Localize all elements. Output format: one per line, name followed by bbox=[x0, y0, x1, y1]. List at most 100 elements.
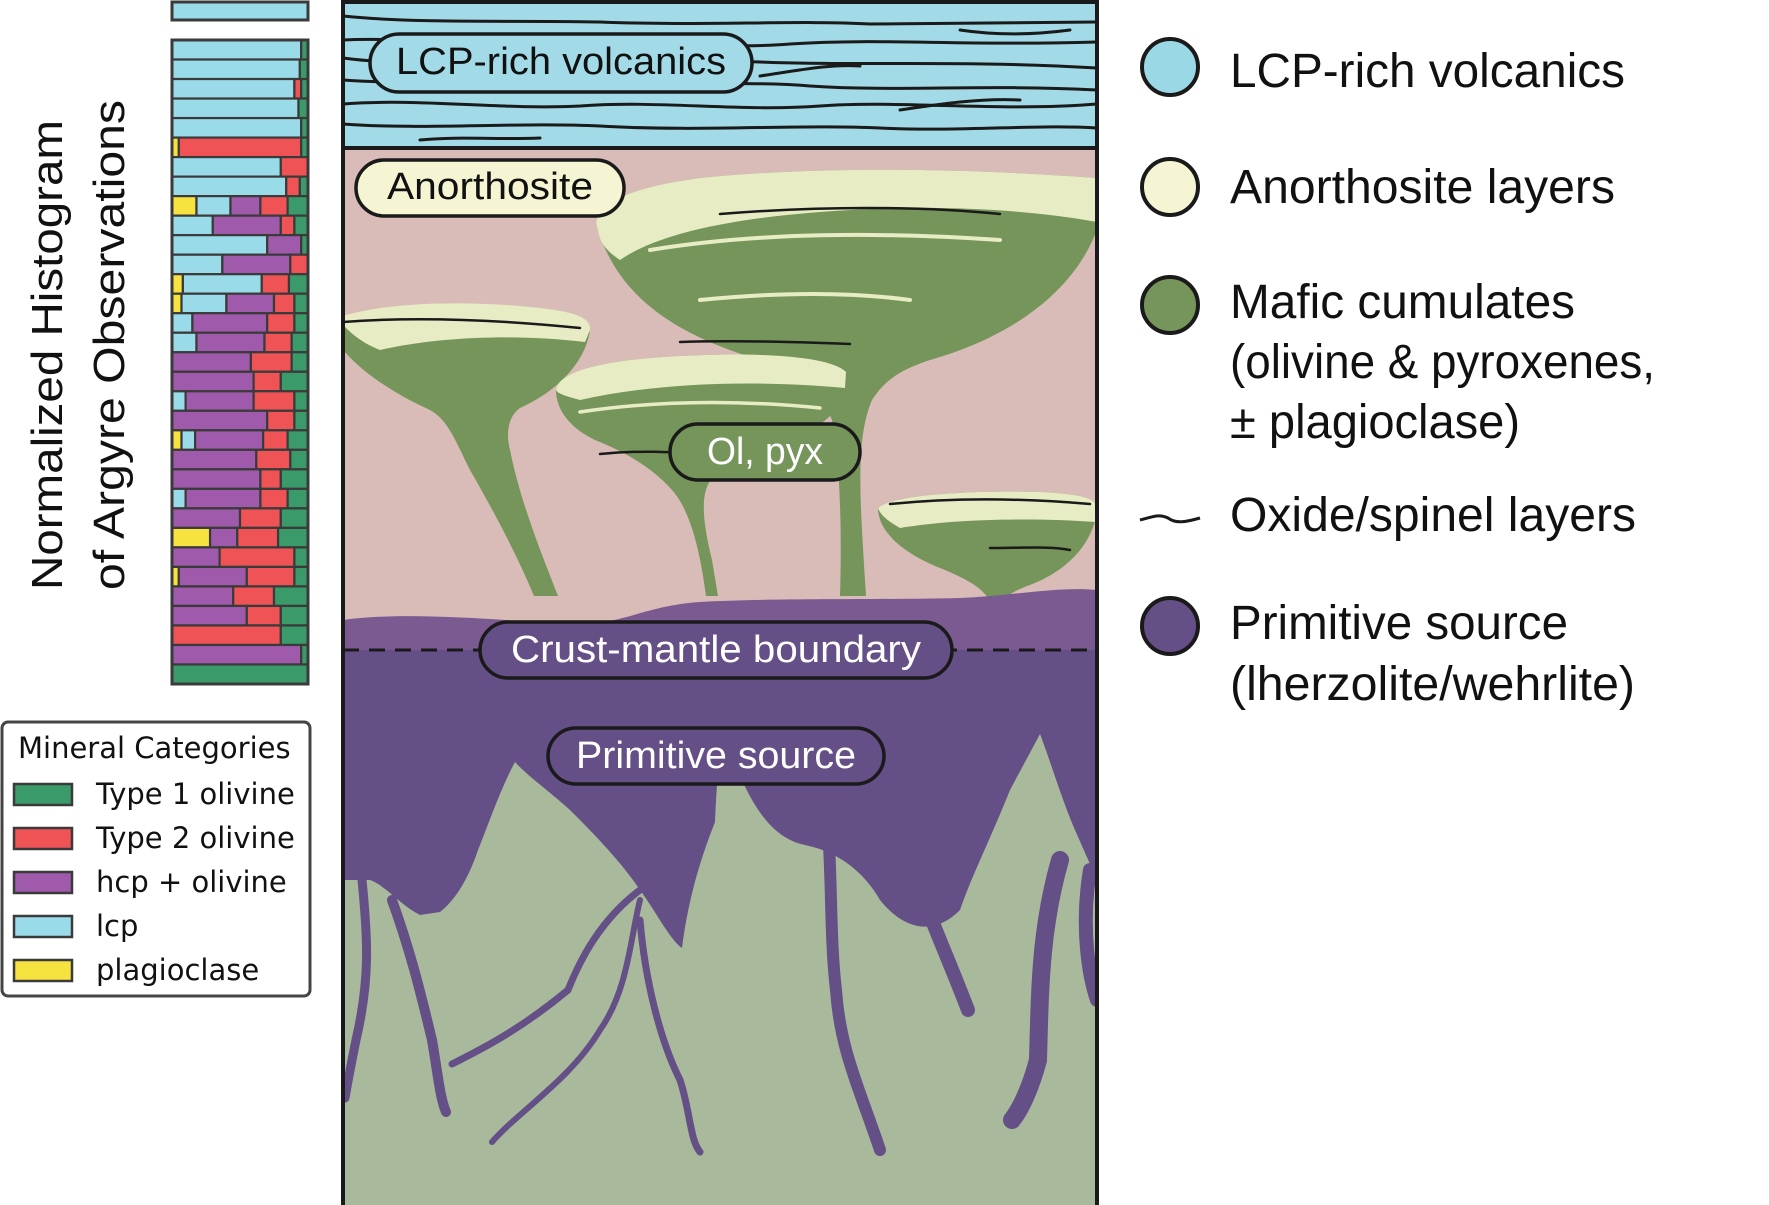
histogram-row bbox=[170, 175, 310, 198]
histogram-segment-t2 bbox=[266, 312, 296, 334]
histogram-segment-t2 bbox=[252, 390, 296, 412]
histogram-segment-t1 bbox=[279, 370, 310, 393]
histogram-row bbox=[170, 663, 310, 686]
histogram-segment-t1 bbox=[279, 604, 310, 627]
histogram-segment-t2 bbox=[170, 624, 282, 647]
histogram-segment-hcp bbox=[229, 195, 262, 217]
histogram-segment-lcp bbox=[170, 312, 194, 334]
histogram-segment-lcp bbox=[170, 214, 214, 237]
histogram-segment-lcp bbox=[170, 331, 198, 354]
histogram-segment-plag bbox=[170, 195, 198, 217]
histogram-row bbox=[170, 507, 310, 529]
cross-section-diagram: LCP-rich volcanics Anorthosite Ol, pyx C… bbox=[343, 2, 1097, 1205]
histogram-segment-hcp bbox=[170, 468, 262, 490]
label-crust-mantle-boundary-text: Crust-mantle boundary bbox=[511, 629, 921, 671]
histogram-segment-lcp bbox=[170, 97, 300, 120]
label-crust-mantle-boundary: Crust-mantle boundary bbox=[478, 620, 954, 680]
histogram-segment-t1 bbox=[170, 663, 310, 686]
histogram-segment-t2 bbox=[232, 585, 276, 608]
histogram-segment-t2 bbox=[279, 214, 296, 237]
histogram-segment-hcp bbox=[266, 234, 303, 256]
oxide-squiggle-icon bbox=[1139, 514, 1201, 524]
histogram-row bbox=[170, 58, 310, 81]
histogram-row bbox=[170, 116, 310, 139]
histogram-segment-t2 bbox=[279, 155, 310, 178]
histogram-segment-hcp bbox=[177, 565, 248, 588]
histogram-segment-hcp bbox=[221, 253, 292, 276]
mineral-legend-box bbox=[0, 720, 312, 998]
mineral-legend-label: Type 1 olivine bbox=[95, 777, 295, 811]
legend-mafic-label-line2: (olivine & pyroxenes, bbox=[1230, 336, 1655, 389]
histogram-segment-lcp bbox=[170, 155, 282, 178]
histogram-segment-t1 bbox=[279, 624, 310, 647]
histogram-segment-lcp bbox=[170, 253, 224, 276]
histogram-segment-t2 bbox=[263, 331, 293, 354]
histogram-segment-hcp bbox=[184, 390, 255, 412]
histogram-cap-bar bbox=[170, 0, 310, 22]
histogram-title: Normalized Histogram of Argyre Observati… bbox=[23, 100, 134, 590]
histogram-segment-t1 bbox=[272, 585, 310, 608]
lcp-swatch-icon bbox=[1140, 37, 1200, 97]
histogram-segment-hcp bbox=[170, 409, 269, 432]
histogram-segment-lcp bbox=[180, 292, 228, 315]
histogram-segment-t2 bbox=[245, 604, 282, 627]
histogram-segment-t2 bbox=[260, 273, 291, 295]
histogram-segment-hcp bbox=[208, 526, 239, 549]
histogram-row bbox=[170, 585, 310, 608]
histogram-row bbox=[170, 546, 310, 569]
label-primitive-source-text: Primitive source bbox=[576, 735, 856, 777]
histogram-title-line2: of Argyre Observations bbox=[85, 100, 134, 590]
histogram-segment-t2 bbox=[255, 448, 292, 471]
histogram-segment-t1 bbox=[290, 351, 310, 373]
primitive-swatch-icon bbox=[1140, 596, 1200, 656]
histogram-segment-lcp bbox=[170, 234, 269, 256]
histogram-segment-lcp bbox=[170, 175, 288, 198]
legend-lcp-label: LCP-rich volcanics bbox=[1230, 45, 1625, 98]
histogram-segment-t1 bbox=[279, 468, 310, 490]
histogram-segment-t2 bbox=[259, 487, 289, 510]
histogram-segment-t1 bbox=[293, 292, 310, 315]
histogram-segment-hcp bbox=[194, 429, 265, 451]
legend-mafic-label-line3: ± plagioclase) bbox=[1230, 396, 1520, 449]
histogram-segment-t1 bbox=[293, 390, 310, 412]
histogram-segment-lcp bbox=[170, 38, 303, 61]
histogram-row bbox=[170, 136, 310, 159]
histogram-segment-t2 bbox=[238, 507, 282, 529]
legend-item-primitive: Primitive source (lherzolite/wehrlite) bbox=[1140, 596, 1635, 711]
label-anorthosite: Anorthosite bbox=[354, 158, 626, 218]
histogram-row bbox=[170, 97, 310, 120]
histogram-row bbox=[170, 624, 310, 647]
label-anorthosite-text: Anorthosite bbox=[387, 166, 593, 208]
histogram-segment-hcp bbox=[211, 214, 282, 237]
histogram-row bbox=[170, 565, 310, 588]
histogram-row bbox=[170, 390, 310, 412]
histogram-row bbox=[170, 292, 310, 315]
histogram-segment-t1 bbox=[293, 312, 310, 334]
label-lcp-volcanics: LCP-rich volcanics bbox=[368, 32, 754, 94]
mineral-swatch-t2-icon bbox=[12, 826, 74, 851]
legend-primitive-label-line2: (lherzolite/wehrlite) bbox=[1230, 658, 1635, 711]
histogram-segment-hcp bbox=[170, 448, 258, 471]
legend-mafic-label-line1: Mafic cumulates bbox=[1230, 276, 1575, 329]
diagram-legend: LCP-rich volcanics Anorthosite layers Ma… bbox=[1139, 37, 1655, 711]
histogram-segment-t1 bbox=[287, 273, 310, 295]
histogram-row bbox=[170, 312, 310, 334]
legend-item-lcp: LCP-rich volcanics bbox=[1140, 37, 1625, 98]
histogram-row bbox=[170, 38, 310, 61]
histogram-segment-t2 bbox=[177, 136, 303, 159]
histogram-segment-hcp bbox=[170, 585, 235, 608]
histogram-segment-lcp bbox=[195, 195, 232, 217]
label-primitive-source: Primitive source bbox=[546, 726, 886, 786]
histogram-segment-t1 bbox=[286, 195, 310, 217]
histogram-segment-t1 bbox=[293, 214, 310, 237]
mineral-swatch-lcp-icon bbox=[12, 914, 74, 939]
histogram-segment-t2 bbox=[259, 195, 289, 217]
histogram-row bbox=[170, 643, 310, 666]
mineral-legend-title: Mineral Categories bbox=[18, 731, 291, 765]
histogram-row bbox=[170, 468, 310, 490]
histogram-segment-t2 bbox=[272, 292, 296, 315]
histogram-segment-t1 bbox=[286, 487, 310, 510]
histogram-frame bbox=[170, 38, 310, 686]
histogram-row bbox=[170, 253, 310, 276]
